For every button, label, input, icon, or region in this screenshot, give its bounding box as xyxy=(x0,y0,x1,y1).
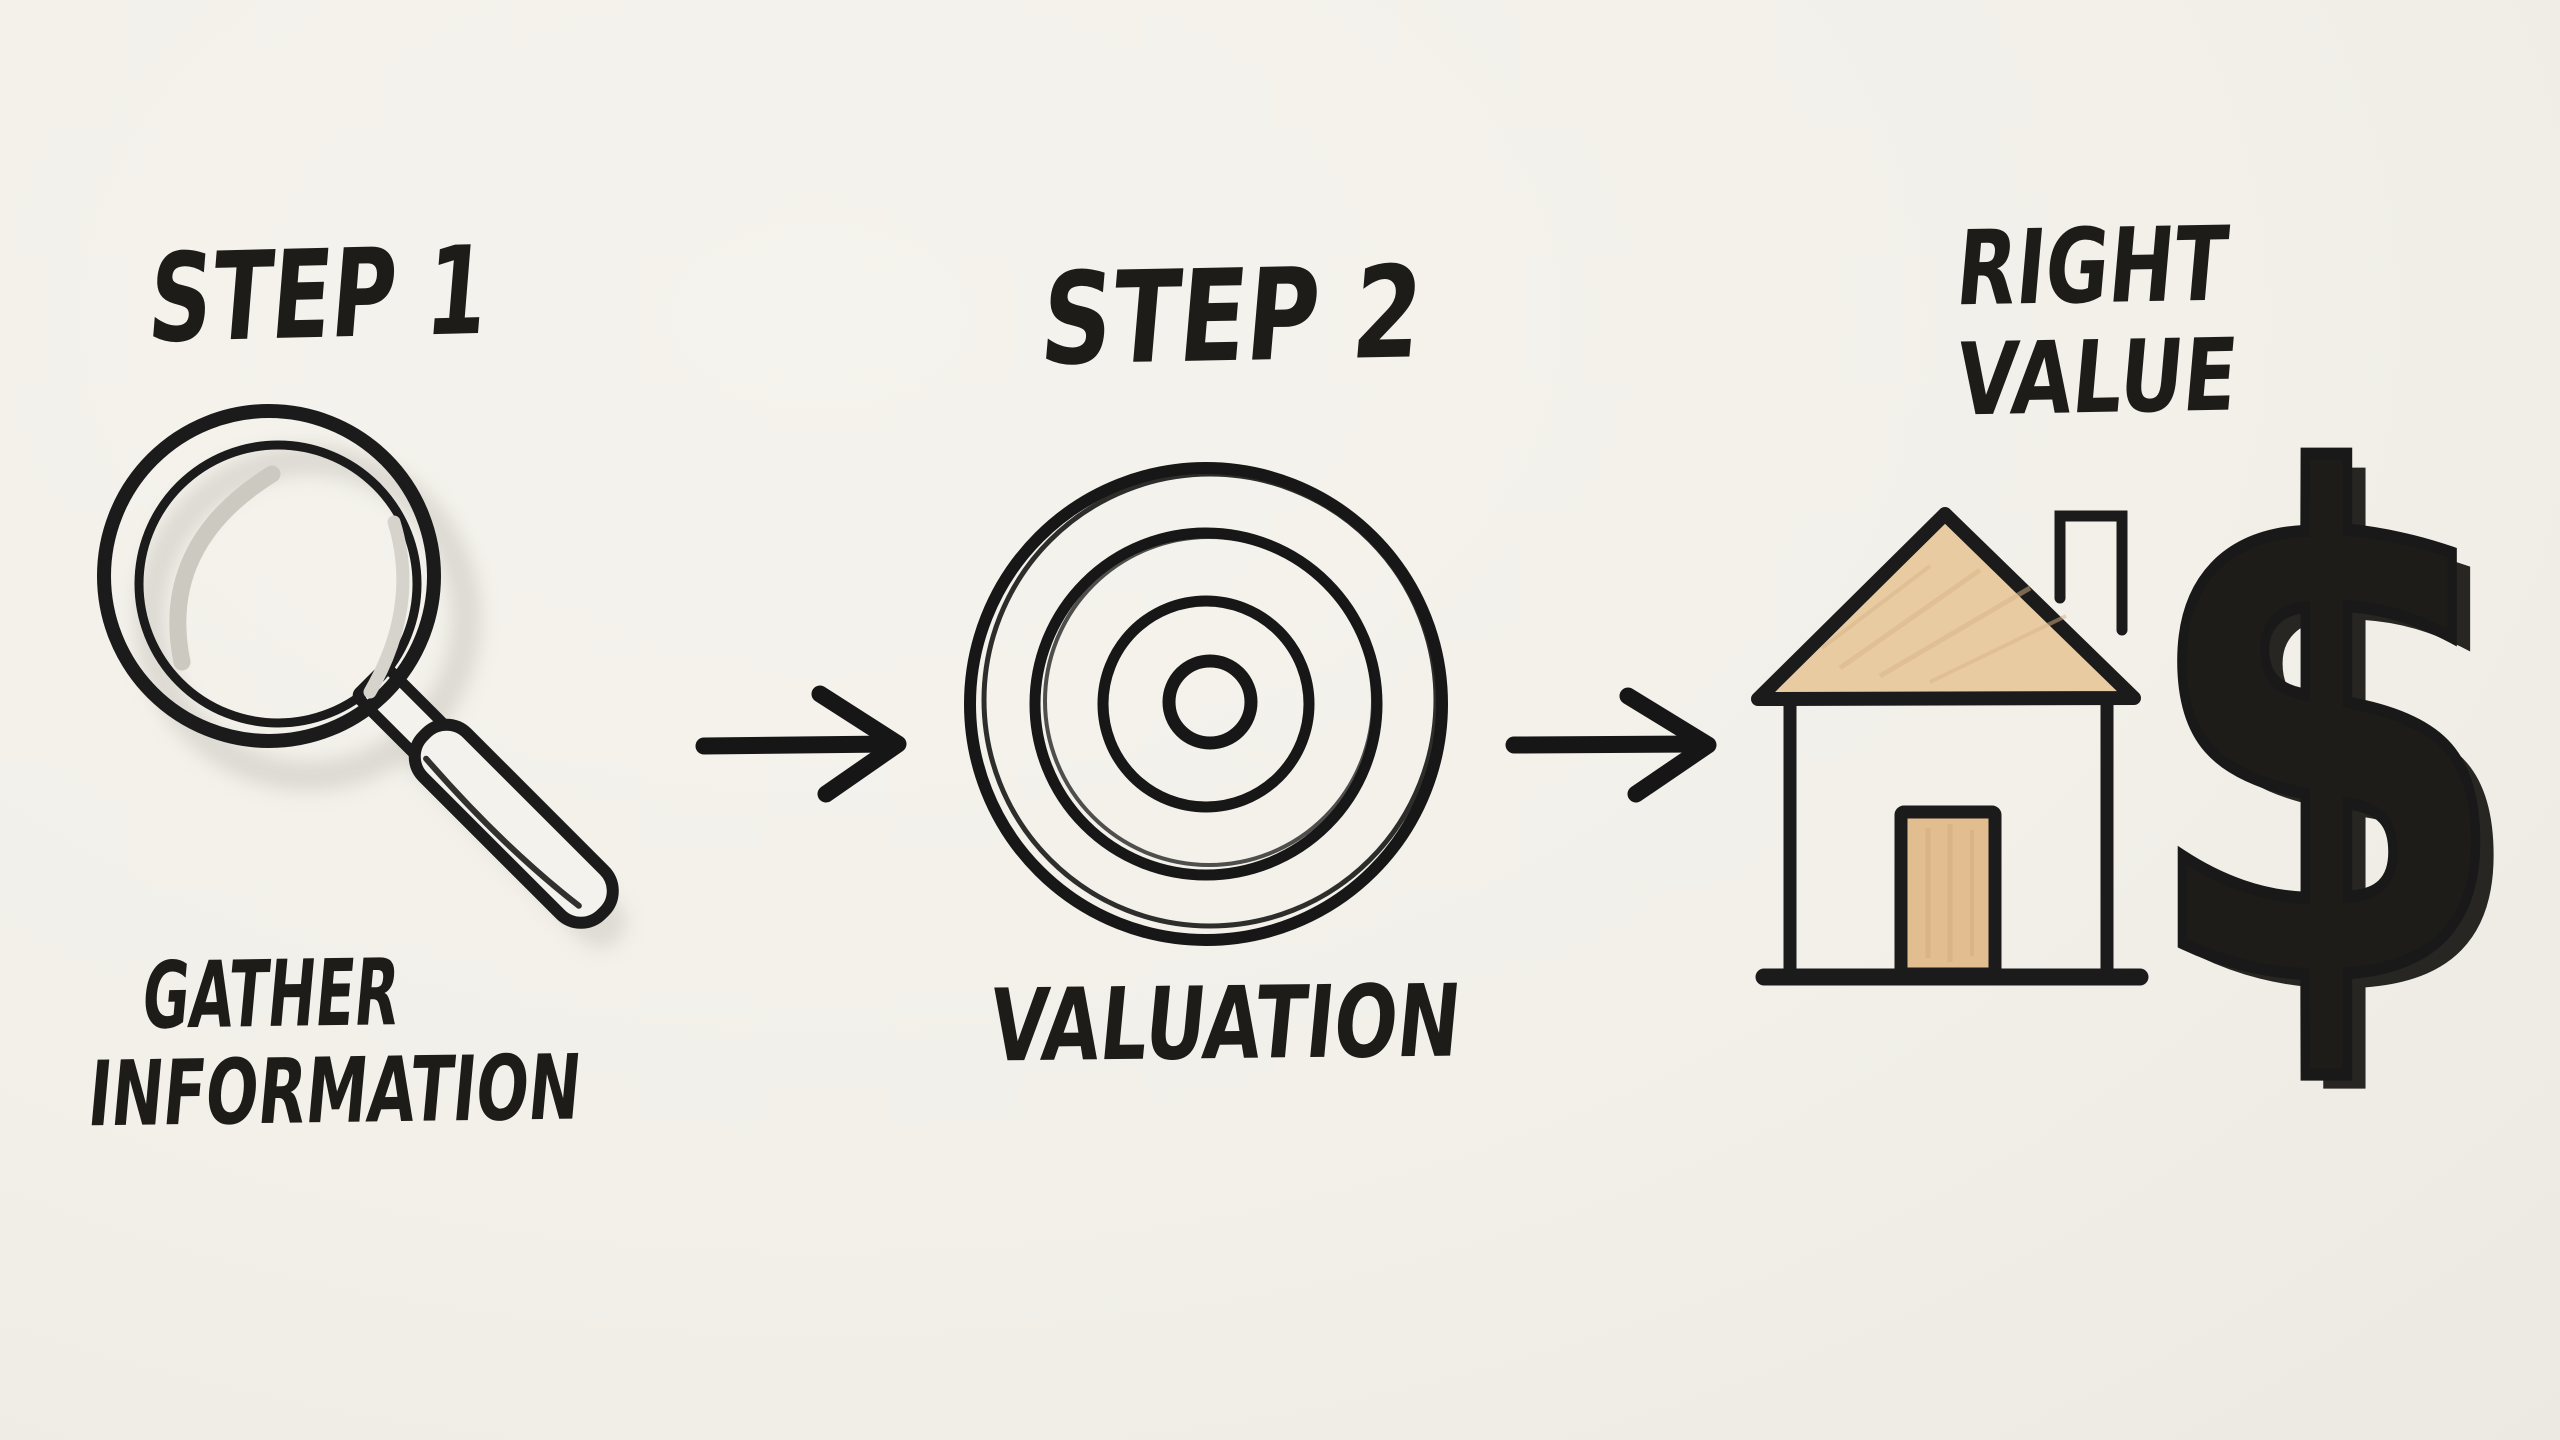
arrow-head xyxy=(811,685,907,803)
magnifier-lens-shadow xyxy=(135,445,481,791)
magnifier-inner-ring xyxy=(134,440,422,728)
step2-group: STEP 2 VALUATION xyxy=(964,239,1466,1085)
magnifier-reflection-right xyxy=(363,515,410,699)
arrow-shaft xyxy=(695,735,903,755)
texture-stroke xyxy=(1820,564,1932,650)
magnifier-handle xyxy=(352,662,619,929)
arrow-right-icon-2 xyxy=(1505,687,1717,803)
house-icon xyxy=(1751,507,2149,986)
arrow-shaft xyxy=(1505,735,1711,754)
texture-stroke xyxy=(1929,614,2067,684)
roof-texture xyxy=(1820,564,2067,684)
magnifier-icon xyxy=(97,404,626,948)
arrow-head xyxy=(1619,687,1717,803)
step1-caption-line2: INFORMATION xyxy=(84,1036,585,1148)
texture-stroke xyxy=(1878,585,2032,679)
target-bull xyxy=(1162,654,1258,750)
texture-stroke xyxy=(1838,567,1982,671)
dollar-shadow: $ xyxy=(2158,352,2530,1149)
arrow-right-icon xyxy=(695,685,907,803)
target-ring-2 xyxy=(1029,527,1383,881)
dollar-icon: $ $ xyxy=(2135,333,2530,1150)
step2-title: STEP 2 xyxy=(1035,239,1428,394)
magnifier-grip-sketch-line xyxy=(423,755,582,909)
target-ring-outer xyxy=(964,462,1448,946)
magnifier-grip xyxy=(408,718,619,929)
step1-caption-line1: GATHER xyxy=(138,938,404,1049)
step2-caption: VALUATION xyxy=(985,963,1466,1085)
result-title-line1: RIGHT xyxy=(1952,205,2232,330)
magnifier-reflection-left xyxy=(169,465,281,671)
magnifier-outer-ring xyxy=(97,404,441,748)
target-ring-3 xyxy=(1097,595,1315,813)
target-icon xyxy=(964,462,1448,946)
step1-group: STEP 1 GATHER INFORMATION xyxy=(84,219,626,1148)
house-chimney xyxy=(2054,510,2128,636)
target-ring-2-sketch xyxy=(1043,535,1375,867)
dollar-symbol: $ xyxy=(2140,338,2512,1135)
target-ring-outer-sketch xyxy=(981,471,1439,929)
house-roof xyxy=(1751,507,2141,706)
door-texture xyxy=(1925,824,1974,962)
step1-title: STEP 1 xyxy=(144,219,493,370)
result-title-line2: VALUE xyxy=(1952,317,2242,439)
result-group: RIGHT VALUE xyxy=(1751,205,2530,1150)
